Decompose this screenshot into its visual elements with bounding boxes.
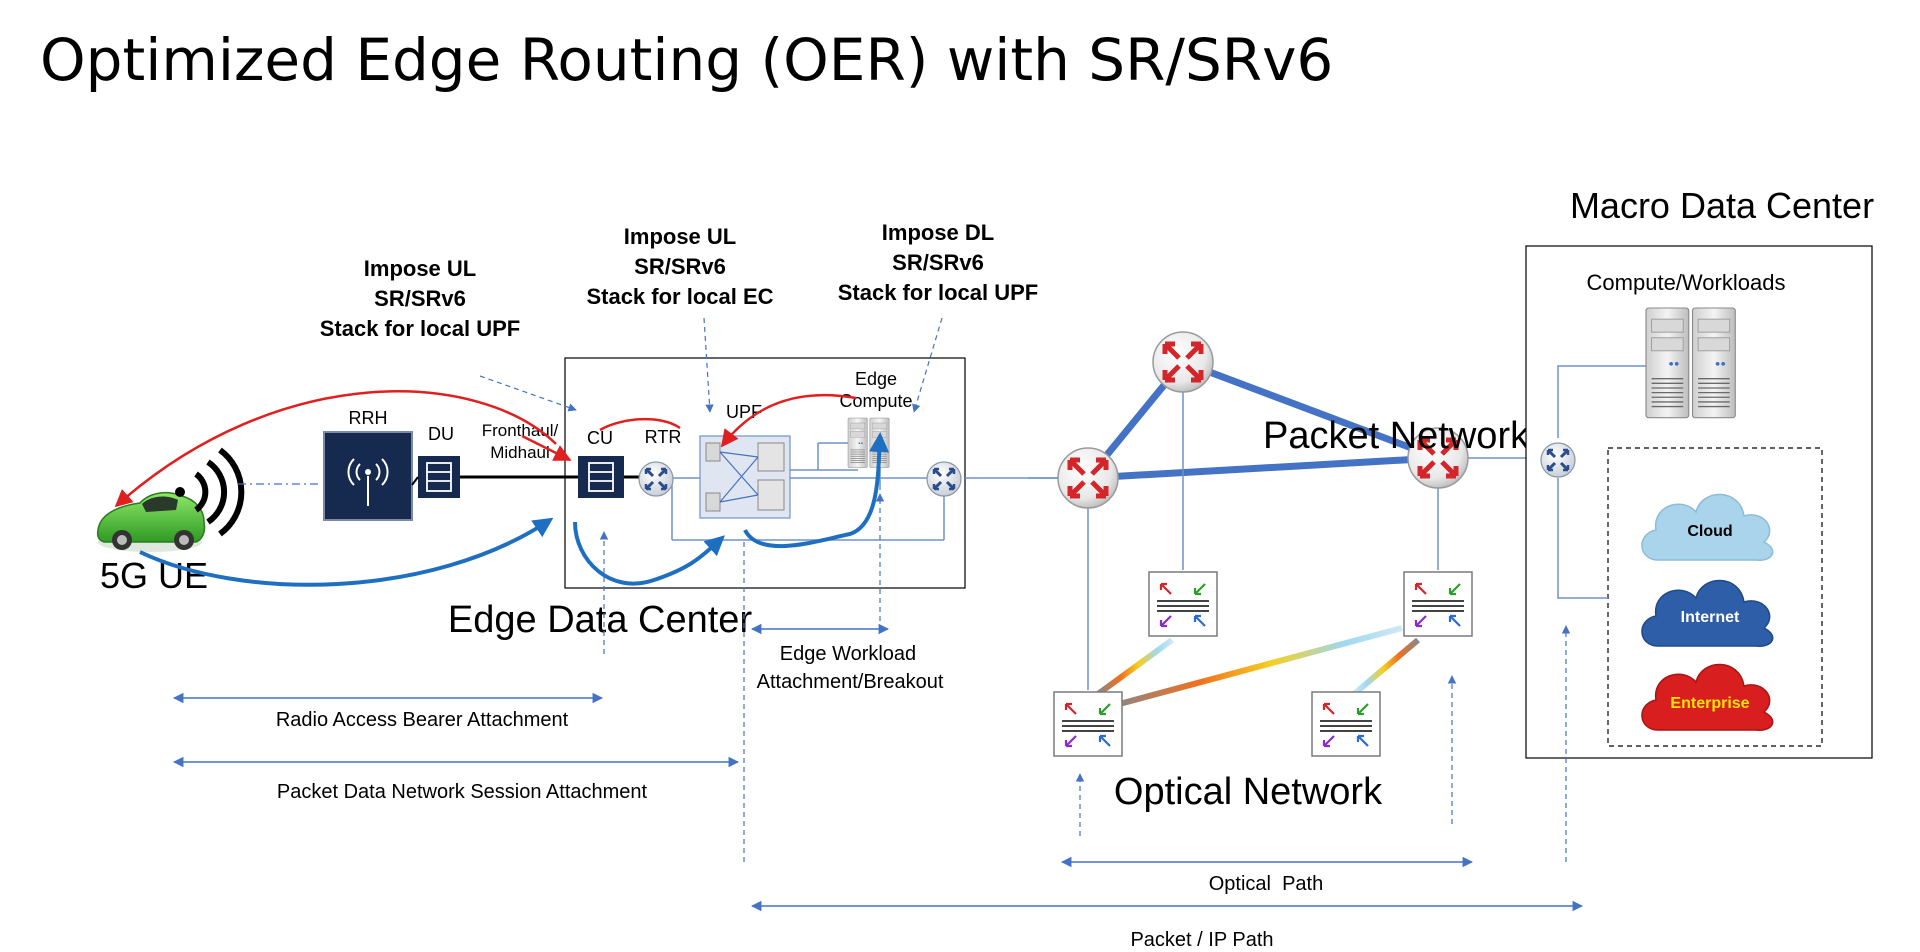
optical-path-label: Optical Path xyxy=(1209,873,1324,895)
optical-node-bottom-left xyxy=(1052,690,1124,758)
page-title: Optimized Edge Routing (OER) with SR/SRv… xyxy=(40,26,1333,94)
edge-workload-label-2: Attachment/Breakout xyxy=(757,671,944,693)
rrh-du-link xyxy=(411,476,419,486)
callout-ul-upf-line2: SR/SRv6 xyxy=(374,286,466,311)
callout-ul-ec: Impose UL SR/SRv6 Stack for local EC xyxy=(586,224,773,309)
cu-device xyxy=(578,456,624,498)
vertical-markers xyxy=(599,493,1571,862)
rrh-device xyxy=(323,431,413,521)
macro-dc-label: Macro Data Center xyxy=(1570,185,1874,226)
macro-dc-gateway-router xyxy=(1539,441,1577,479)
callout-ul-upf-line1: Impose UL xyxy=(364,256,476,281)
edge-compute-label-1: Edge xyxy=(855,369,897,389)
callout-leaders xyxy=(479,317,943,413)
packet-network-label: Packet Network xyxy=(1263,415,1530,457)
optical-node-bottom-right xyxy=(1310,690,1382,758)
rtr-router xyxy=(637,460,675,498)
optical-links xyxy=(1096,599,1420,725)
callout-dl-upf: Impose DL SR/SRv6 Stack for local UPF xyxy=(838,220,1039,305)
rrh-label: RRH xyxy=(349,408,388,428)
compute-workloads-label: Compute/Workloads xyxy=(1587,270,1786,295)
du-label: DU xyxy=(428,424,454,444)
wireless-signal-icon xyxy=(175,447,245,537)
upf-cluster xyxy=(699,435,791,519)
cloud-label: Cloud xyxy=(1687,523,1732,540)
callout-dl-upf-line1: Impose DL xyxy=(882,220,994,245)
fronthaul-label-1: Fronthaul/ xyxy=(482,421,559,440)
packet-router-top xyxy=(1153,332,1213,392)
edge-gateway-router xyxy=(925,460,963,498)
packet-links xyxy=(1028,358,1553,690)
rtr-label: RTR xyxy=(645,427,682,447)
callout-dl-upf-line3: Stack for local UPF xyxy=(838,280,1039,305)
callout-ul-ec-line2: SR/SRv6 xyxy=(634,254,726,279)
internet-label: Internet xyxy=(1681,609,1740,626)
optical-network-label: Optical Network xyxy=(1114,771,1383,813)
upf-label: UPF xyxy=(726,402,762,422)
packet-router-left xyxy=(1058,448,1118,508)
optical-node-top-left xyxy=(1147,570,1219,638)
enterprise-label: Enterprise xyxy=(1670,695,1749,712)
car-icon xyxy=(96,491,206,552)
du-device xyxy=(418,456,460,498)
fronthaul-label-2: Midhaul xyxy=(490,443,550,462)
callout-dl-upf-line2: SR/SRv6 xyxy=(892,250,984,275)
callout-ul-ec-line1: Impose UL xyxy=(624,224,736,249)
optical-node-top-right xyxy=(1402,570,1474,638)
edge-dc-label: Edge Data Center xyxy=(448,599,753,641)
edge-workload-label-1: Edge Workload xyxy=(780,643,916,665)
pdn-session-label: Packet Data Network Session Attachment xyxy=(277,781,648,803)
callout-ul-upf: Impose UL SR/SRv6 Stack for local UPF xyxy=(320,256,521,341)
macro-dc-links xyxy=(1557,365,1646,599)
radio-access-label: Radio Access Bearer Attachment xyxy=(276,709,569,731)
cu-label: CU xyxy=(587,428,613,448)
callout-ul-ec-line3: Stack for local EC xyxy=(586,284,773,309)
ue-label: 5G UE xyxy=(100,555,208,596)
span-arrows xyxy=(172,623,1584,912)
callout-ul-upf-line3: Stack for local UPF xyxy=(320,316,521,341)
cloud-group-box xyxy=(1607,447,1823,747)
packet-path-label: Packet / IP Path xyxy=(1130,929,1273,951)
traffic-flows xyxy=(114,390,890,587)
edge-compute-label-2: Compute xyxy=(839,391,912,411)
